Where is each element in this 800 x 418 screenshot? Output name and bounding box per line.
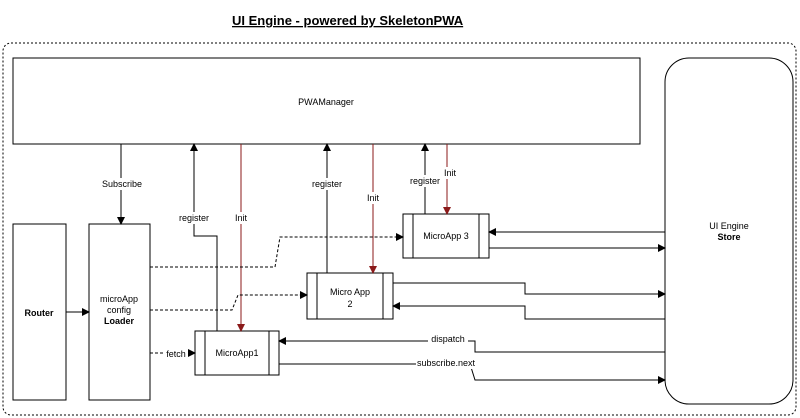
subscribe-next-arrow <box>279 363 666 384</box>
register-2-label: register <box>312 179 342 189</box>
system-boundary <box>2 42 797 416</box>
ui-engine-store-box <box>664 57 794 405</box>
loader-to-microapp2-dashed <box>150 291 308 311</box>
microapp1-label: MicroApp1 <box>215 348 258 358</box>
init-2-label: Init <box>367 193 380 203</box>
store-label-line1: UI Engine <box>709 221 749 231</box>
init-3-label-bg <box>440 167 456 179</box>
store-label-line2: Store <box>717 232 740 242</box>
pwa-manager-label: PWAManager <box>298 97 354 107</box>
init-1-label: Init <box>235 213 248 223</box>
router-label: Router <box>25 308 54 318</box>
loader-to-microapp3-dashed <box>150 233 404 268</box>
register-1-arrow <box>190 143 218 331</box>
init-3-label: Init <box>444 168 457 178</box>
microapp3-label: MicroApp 3 <box>423 231 469 241</box>
subscribe-label-bg <box>100 178 144 190</box>
init-1-label-bg <box>233 212 249 224</box>
register-1-label: register <box>179 213 209 223</box>
subscribe-label: Subscribe <box>102 179 142 189</box>
fetch-label-bg <box>164 348 188 360</box>
microapp3-box <box>402 213 490 259</box>
microapp2-label-line1: Micro App <box>330 287 370 297</box>
loader-label-line2: config <box>107 305 131 315</box>
router-box <box>12 223 67 401</box>
dispatch-label-bg <box>428 333 468 345</box>
pwa-manager-box <box>12 57 641 145</box>
store-to-microapp2-arrow <box>392 302 665 320</box>
dispatch-arrow <box>278 337 665 353</box>
loader-label-line3: Loader <box>104 316 135 326</box>
fetch-label: fetch <box>166 349 186 359</box>
microapp2-label-line2: 2 <box>347 299 352 309</box>
init-2-label-bg <box>365 192 381 204</box>
diagram-title: UI Engine - powered by SkeletonPWA <box>232 13 464 28</box>
register-1-label-bg <box>176 212 212 224</box>
subscribe-next-label: subscribe.next <box>417 358 476 368</box>
dispatch-label: dispatch <box>431 334 465 344</box>
register-3-label-bg <box>408 175 442 187</box>
microapp2-to-store-arrow <box>393 282 666 298</box>
loader-label-line1: microApp <box>100 294 138 304</box>
register-3-label: register <box>410 176 440 186</box>
register-2-label-bg <box>309 178 345 190</box>
subscribe-next-label-bg <box>416 357 476 369</box>
